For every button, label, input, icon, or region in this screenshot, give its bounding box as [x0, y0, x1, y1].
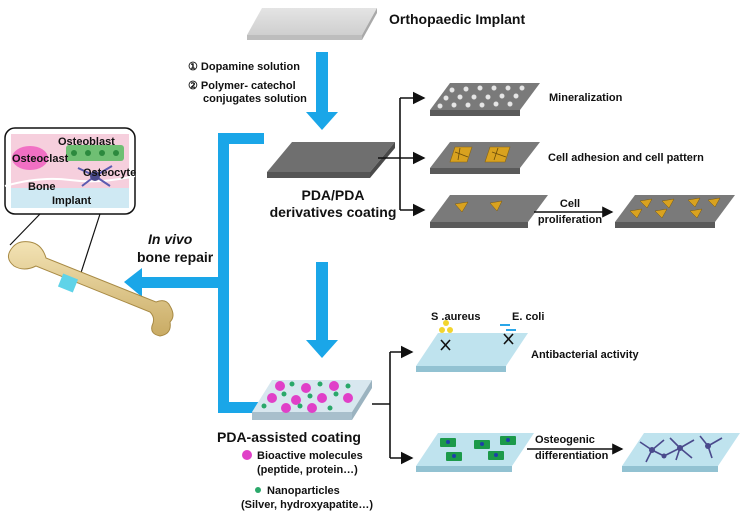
mineralization-label: Mineralization	[549, 92, 623, 104]
pda-coating-label-line1: PDA/PDA	[301, 187, 364, 203]
e-coli-label: E. coli	[512, 311, 544, 323]
bioactive-molecule-legend-icon	[242, 450, 252, 460]
nanoparticle-legend-icon	[255, 487, 261, 493]
inset-osteocyte-label: Osteocyte	[83, 167, 136, 179]
inset-implant-label: Implant	[52, 195, 91, 207]
pda-branch-arrows	[378, 91, 426, 217]
implant-site-marker	[57, 273, 79, 293]
step-polymer-line1: ② Polymer- catechol	[188, 80, 296, 92]
bone-inset	[4, 127, 136, 283]
legend-nanoparticle-line2: (Silver, hydroxyapatite…)	[241, 499, 373, 511]
assisted-branch-arrows	[372, 345, 414, 465]
cell-proliferation-plate-before	[430, 195, 548, 228]
antibacterial-plate	[416, 320, 528, 372]
step-polymer-line2: conjugates solution	[203, 93, 307, 105]
osteogenic-plate-before	[416, 433, 534, 472]
pda-assisted-plate	[252, 380, 372, 420]
inset-osteoblast-label: Osteoblast	[58, 136, 115, 148]
pda-coating-label-line2: derivatives coating	[270, 204, 397, 220]
step-dopamine: ① Dopamine solution	[188, 61, 300, 73]
mineralization-plate	[430, 83, 540, 116]
osteoclast-cell	[12, 146, 48, 170]
osteogenic-plate-after	[622, 433, 740, 472]
osteoblast-cells	[66, 145, 124, 161]
osteogenic-label-line1: Osteogenic	[535, 434, 595, 446]
in-vivo-label: In vivo	[148, 231, 193, 247]
s-aureus-label: S .aureus	[431, 311, 481, 323]
pda-assisted-label: PDA-assisted coating	[217, 429, 361, 445]
cell-adhesion-plate	[430, 142, 540, 174]
in-vivo-bracket	[124, 133, 264, 413]
osteogenic-label-line2: differentiation	[535, 450, 609, 462]
legend-bioactive-line1: Bioactive molecules	[257, 450, 363, 462]
bone-repair-label: bone repair	[137, 249, 214, 265]
pda-coating-plate	[267, 142, 395, 178]
femur-bone	[8, 241, 174, 337]
cell-adhesion-label: Cell adhesion and cell pattern	[548, 152, 704, 164]
inset-bone-label: Bone	[28, 181, 56, 193]
legend-nanoparticle-line1: Nanoparticles	[267, 485, 340, 497]
legend-bioactive-line2: (peptide, protein…)	[257, 464, 358, 476]
cell-proliferation-label-line2: proliferation	[538, 214, 602, 226]
implant-title: Orthopaedic Implant	[389, 11, 525, 27]
cell-proliferation-label-line1: Cell	[560, 198, 580, 210]
inset-osteoclast-label: Osteoclast	[12, 153, 69, 165]
orthopaedic-implant-plate	[247, 8, 377, 40]
arrow-implant-to-pda	[306, 52, 338, 130]
antibacterial-label: Antibacterial activity	[531, 349, 639, 361]
cell-proliferation-plate-after	[615, 195, 735, 228]
